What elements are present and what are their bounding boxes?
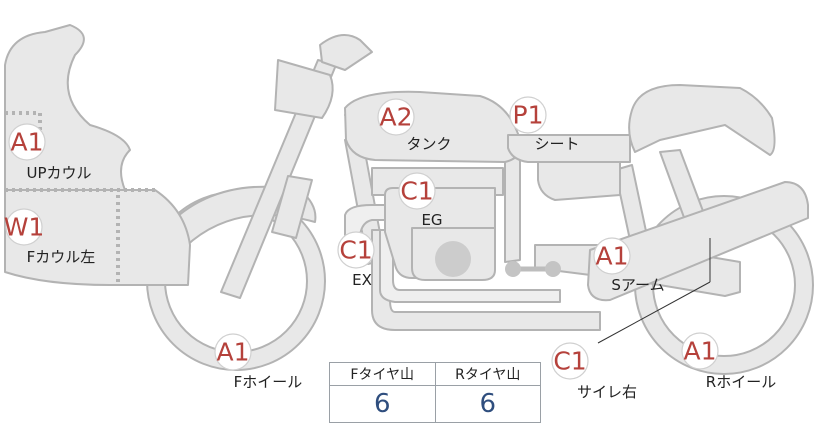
grade-text: A1 [595,242,628,271]
silencer-leader-line [597,238,711,344]
grade-text: A1 [216,338,249,367]
part-f-cowl-left: W1 Fカウル左 [4,208,96,266]
grade-text: A2 [379,103,412,132]
part-label: Sアーム [611,276,664,294]
part-silencer-right: C1 サイレ右 [551,342,637,401]
fork-tube-drawing [271,175,313,239]
silencer-drawing [587,181,809,302]
tire-tread-value-row: 6 6 [329,385,541,423]
grade-badge [214,333,252,371]
part-label: シート [534,135,579,153]
grade-text: A1 [10,128,43,157]
front-tread-header: Fタイヤ山 [329,362,436,386]
seat-drawing [507,84,776,201]
part-label: Rホイール [706,373,776,391]
part-label: Fカウル左 [27,248,96,266]
part-engine: C1 EG [398,172,443,229]
grade-badge [593,237,631,275]
grade-text: W1 [4,213,45,242]
front-tread-value: 6 [329,385,436,423]
grade-badge [377,98,415,136]
grade-text: C1 [400,177,433,206]
part-up-cowl: A1 UPカウル [8,123,92,182]
exhaust-drawing [344,204,601,331]
part-label: サイレ右 [577,383,637,401]
part-rear-wheel: A1 Rホイール [681,332,776,391]
part-tank: A2 タンク [377,98,452,153]
grade-badge [5,208,43,246]
grade-badge [509,96,547,134]
headlight-drawing [274,59,334,119]
engine-drawing [371,167,561,281]
grade-text: A1 [683,337,716,366]
part-front-wheel: A1 Fホイール [214,333,303,391]
grade-text: P1 [513,101,544,130]
part-label: Fホイール [234,373,303,391]
part-label: EX [352,271,372,289]
grade-text: C1 [553,347,586,376]
tire-tread-header-row: Fタイヤ山 Rタイヤ山 [329,362,541,386]
rear-tread-value: 6 [434,385,541,423]
tire-tread-table: Fタイヤ山 Rタイヤ山 6 6 [329,362,541,423]
part-label: EG [421,211,442,229]
lower-cowl-drawing [4,189,191,286]
part-label: UPカウル [26,164,91,182]
cowl-division-lines [5,111,155,285]
grade-text: C1 [339,236,372,265]
handlebar-drawing [319,34,373,71]
part-seat: P1 シート [509,96,580,153]
part-exhaust: C1 EX [337,231,375,289]
part-label: タンク [406,135,451,153]
part-swing-arm: A1 Sアーム [593,237,665,294]
rear-tread-header: Rタイヤ山 [434,362,541,386]
grade-badge [551,342,589,380]
grade-badge [337,231,375,269]
grade-badge [681,332,719,370]
grade-badge [8,123,46,161]
grade-badge [398,172,436,210]
